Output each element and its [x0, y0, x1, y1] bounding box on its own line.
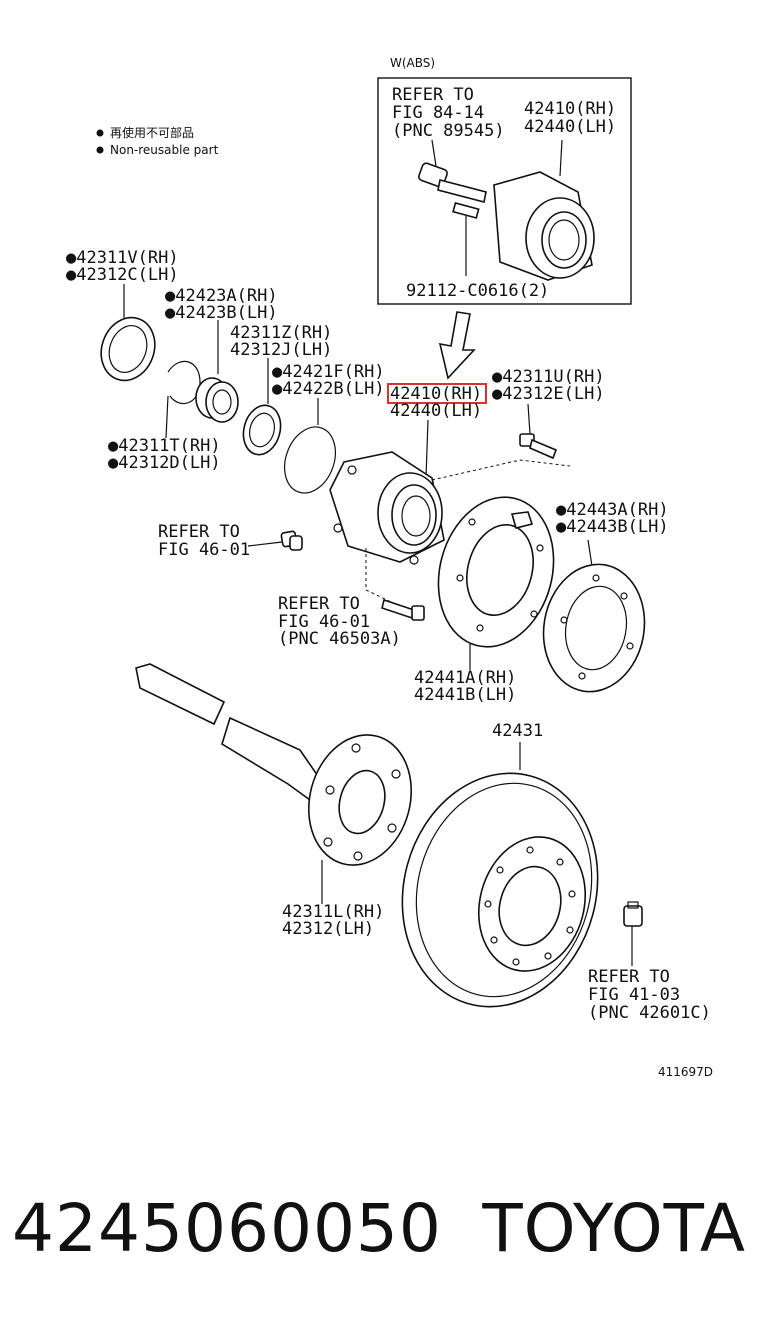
refer-46-01-a-line1: REFER TO — [158, 522, 240, 542]
stud-bolt-icon — [381, 598, 425, 621]
label-42312d: ●42312D(LH) — [108, 453, 221, 473]
label-42441b: 42441B(LH) — [414, 685, 516, 705]
inset-refer-1: REFER TO — [392, 85, 474, 105]
label-42311z: 42311Z(RH) — [230, 323, 332, 343]
inset-bolt: 92112-C0616(2) — [406, 281, 549, 301]
label-42312c: ●42312C(LH) — [66, 265, 179, 285]
down-arrow-icon — [438, 311, 476, 380]
label-42312j: 42312J(LH) — [230, 340, 332, 360]
label-42311l: 42311L(RH) — [282, 902, 384, 922]
label-42422b: ●42422B(LH) — [272, 379, 385, 399]
refer-46-01-b-line2: FIG 46-01 — [278, 612, 370, 632]
brake-disc-icon — [401, 772, 599, 1008]
inset-bolt-icon — [452, 202, 480, 219]
label-42312: 42312(LH) — [282, 919, 374, 939]
nut-icon — [280, 530, 303, 551]
abs-sensor-icon — [418, 139, 487, 203]
bullet-icon — [96, 146, 104, 154]
inset-refer-2: FIG 84-14 — [392, 103, 484, 123]
inset-hub-icon — [493, 171, 595, 281]
legend-line2: Non-reusable part — [110, 143, 219, 157]
inset-part-lh: 42440(LH) — [524, 117, 616, 137]
label-42431: 42431 — [492, 721, 543, 741]
footer: 4245060050 TOYOTA — [0, 1190, 760, 1280]
label-42312e: ●42312E(LH) — [492, 384, 605, 404]
label-42443b: ●42443B(LH) — [556, 517, 669, 537]
gasket-icon — [542, 563, 646, 693]
highlight-box — [387, 383, 487, 404]
oil-seal-icon — [100, 316, 156, 382]
bearing-icon — [195, 377, 239, 423]
rear-axle-hub-icon — [329, 451, 445, 565]
label-42443a: ●42443A(RH) — [556, 500, 669, 520]
axle-shaft-icon — [135, 663, 413, 866]
hub-nut-icon — [623, 901, 643, 927]
snap-ring-icon — [167, 360, 201, 405]
label-42311t: ●42311T(RH) — [108, 436, 221, 456]
refer-46-01-b-line1: REFER TO — [278, 594, 360, 614]
inset-part-rh: 42410(RH) — [524, 99, 616, 119]
refer-41-03-line2: FIG 41-03 — [588, 985, 680, 1005]
abs-inset-box — [377, 77, 632, 305]
label-42440: 42440(LH) — [390, 401, 482, 421]
hub-bolt-icon — [519, 433, 558, 460]
part-number: 4245060050 — [12, 1190, 442, 1267]
refer-41-03-line1: REFER TO — [588, 967, 670, 987]
legend-line1: 再使用不可部品 — [110, 125, 194, 140]
backing-plate-icon — [437, 496, 555, 648]
label-42423a: ●42423A(RH) — [165, 286, 278, 306]
parts-diagram: 再使用不可部品 Non-reusable part W(ABS) REFER T… — [66, 56, 713, 1079]
label-42423b: ●42423B(LH) — [165, 303, 278, 323]
refer-41-03-line3: (PNC 42601C) — [588, 1003, 711, 1023]
label-42441a: 42441A(RH) — [414, 668, 516, 688]
label-42311u: ●42311U(RH) — [492, 367, 605, 387]
refer-46-01-a-line2: FIG 46-01 — [158, 540, 250, 560]
label-42421f: ●42421F(RH) — [272, 362, 385, 382]
label-42410[interactable]: 42410(RH) — [390, 384, 482, 404]
drawing-number: 411697D — [658, 1065, 713, 1079]
brand-name: TOYOTA — [482, 1190, 746, 1267]
inset-title: W(ABS) — [390, 56, 435, 70]
o-ring-icon — [284, 426, 336, 494]
refer-46-01-b-line3: (PNC 46503A) — [278, 629, 401, 649]
inset-refer-3: (PNC 89545) — [392, 121, 505, 141]
seal-ring-icon — [242, 404, 282, 456]
bullet-icon — [96, 129, 104, 137]
label-42311v: ●42311V(RH) — [66, 248, 179, 268]
